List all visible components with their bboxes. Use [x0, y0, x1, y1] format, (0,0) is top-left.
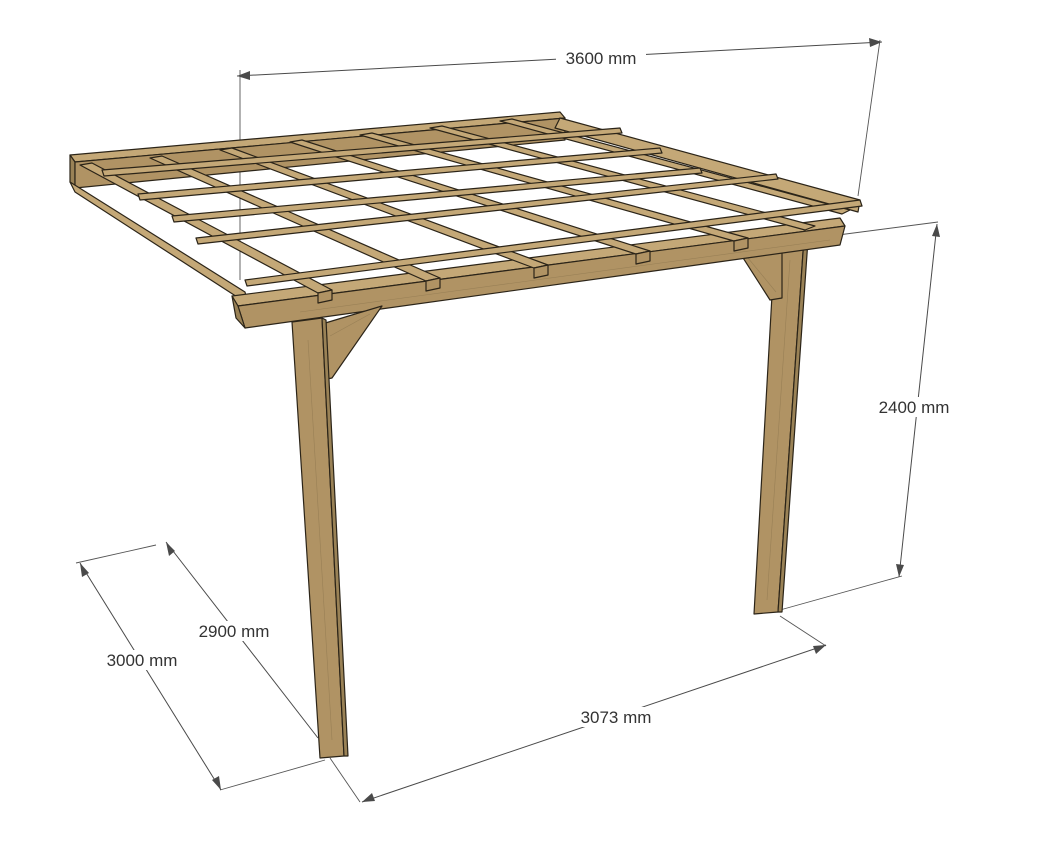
dimension-height: 2400 mm: [879, 398, 950, 417]
roof-frame: [69, 111, 863, 329]
dimension-post-spacing: 3073 mm: [581, 708, 652, 727]
battens: [101, 127, 863, 287]
dimension-width-top: 3600 mm: [566, 49, 637, 68]
rear-post: [737, 237, 809, 615]
dimension-depth-outer: 3000 mm: [107, 651, 178, 670]
dimension-depth-inner: 2900 mm: [199, 622, 270, 641]
front-post: [291, 305, 383, 759]
dimension-labels: 3600 mm 2400 mm 3000 mm 2900 mm 3073 mm: [96, 48, 960, 727]
